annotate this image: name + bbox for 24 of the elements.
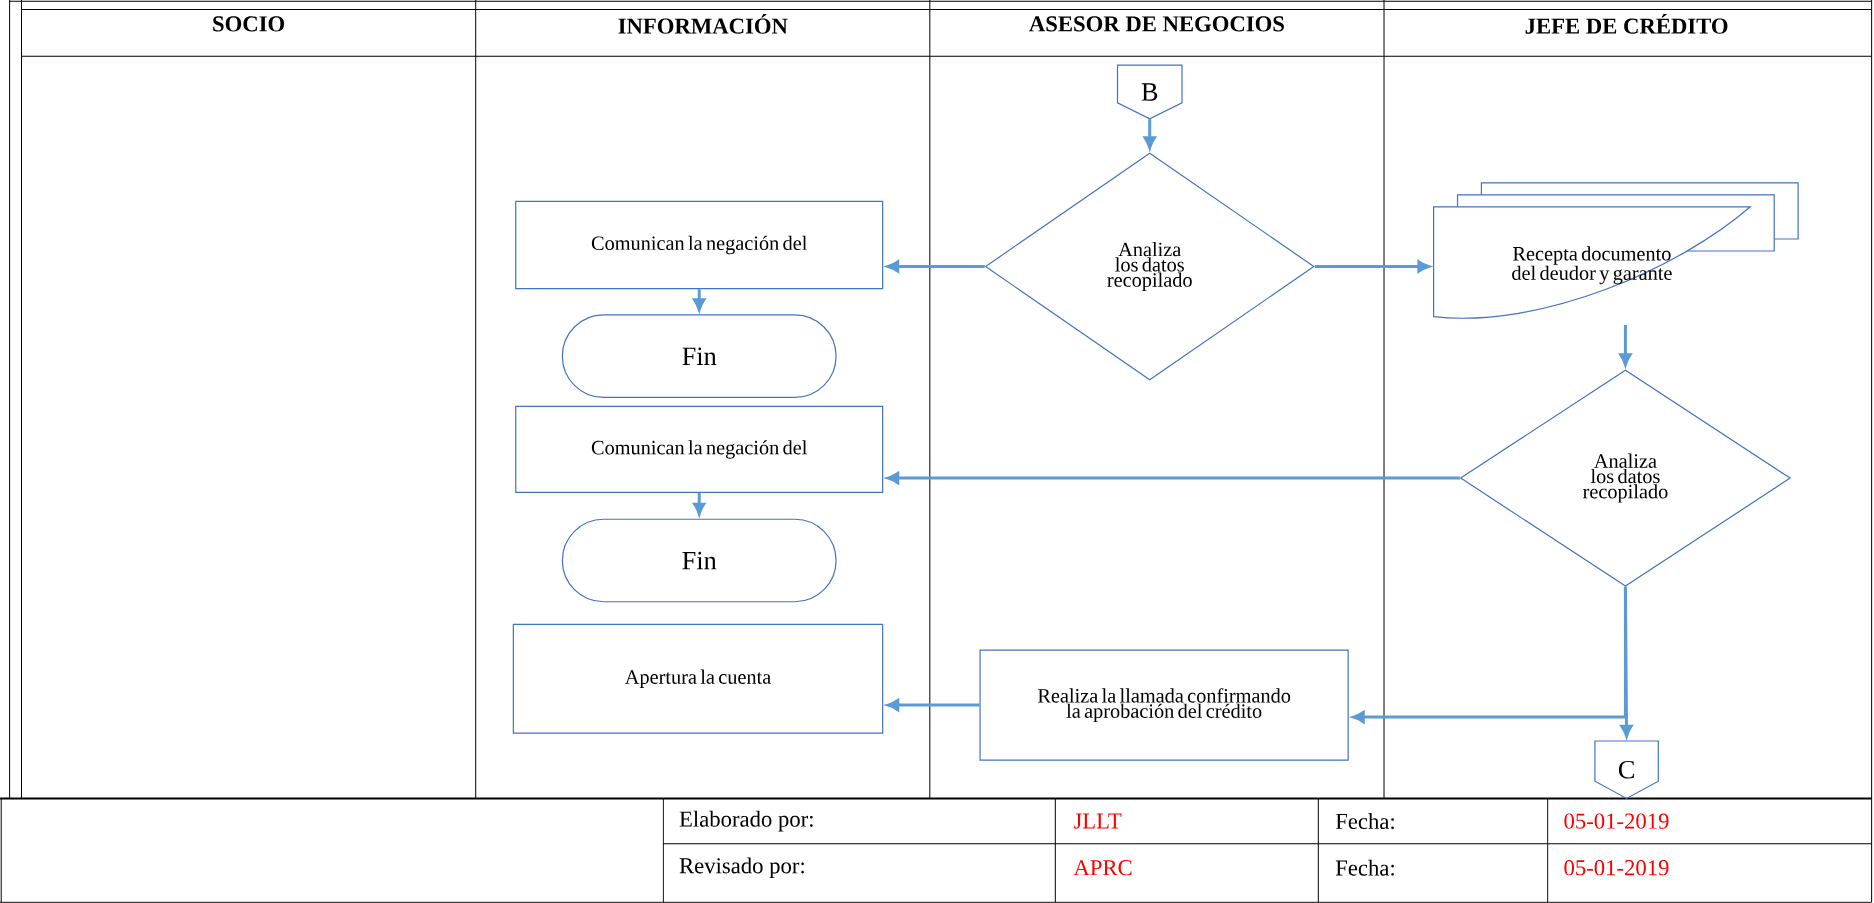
arrow (1352, 586, 1627, 724)
arrow (693, 493, 706, 516)
column-header: ASESOR DE NEGOCIOS (1029, 16, 1284, 32)
off-page-connector: C (1594, 740, 1659, 800)
arrow (886, 472, 1460, 485)
terminator: Fin (561, 518, 837, 603)
process-box: Apertura la cuenta (512, 623, 884, 734)
process-box: Comunican la negación del (515, 200, 884, 290)
table-cell-text: JLLT (1073, 813, 1122, 829)
column-header: INFORMACIÓN (618, 14, 788, 34)
table-cell-text: Elaborado por: (679, 810, 813, 832)
column-header: SOCIO (213, 16, 285, 32)
arrow (693, 289, 706, 311)
process-box: Comunican la negación del (515, 405, 884, 494)
table-cell-text: Fecha: (1335, 859, 1394, 876)
process-box: Realiza la llamada confirmando la aprobación del crédito (979, 649, 1349, 761)
table-cell-text: Revisado por: (679, 857, 804, 878)
table-cell-text: APRC (1073, 860, 1132, 876)
terminator: Fin (561, 314, 837, 399)
arrow (886, 699, 980, 712)
column-header: JEFE DE CRÉDITO (1525, 14, 1728, 34)
off-page-connector: B (1116, 64, 1183, 120)
table-cell-text: Fecha: (1335, 813, 1394, 830)
table-cell-text: 05-01-2019 (1564, 860, 1669, 876)
